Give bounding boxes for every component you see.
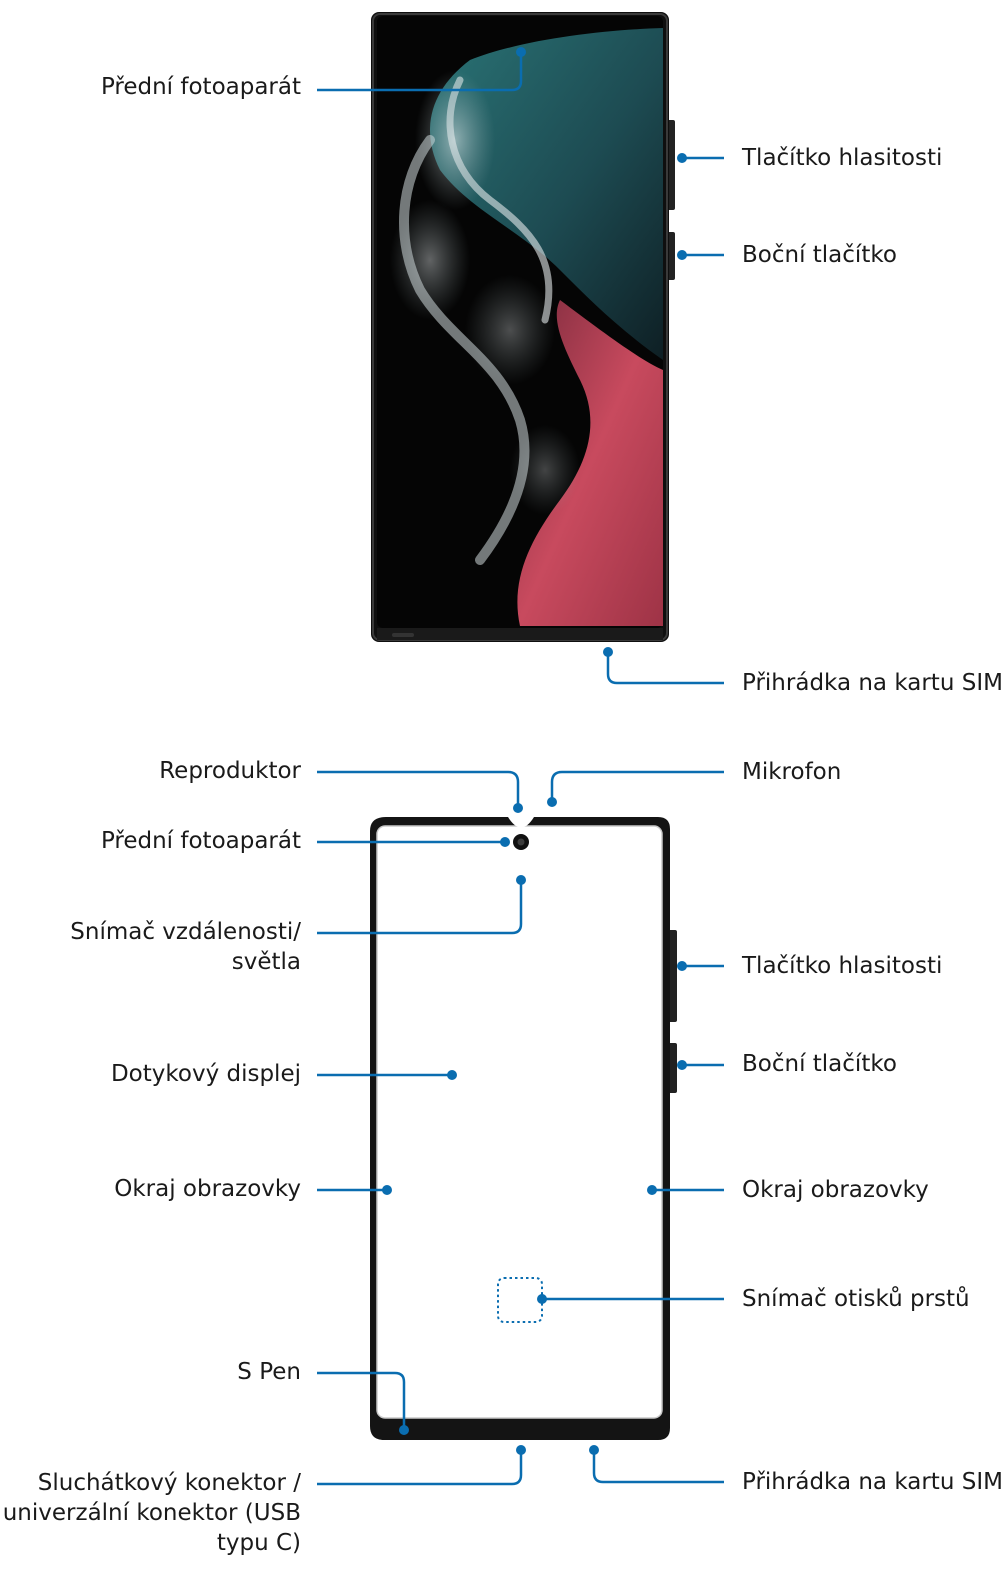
panel-callouts: [317, 770, 724, 1486]
label-side-key-top: Boční tlačítko: [742, 242, 897, 268]
label-edge-left: Okraj obrazovky: [114, 1176, 301, 1202]
front-phone: [371, 12, 675, 642]
label-proximity-line2: světla: [231, 949, 301, 975]
label-sim-tray-top: Přihrádka na kartu SIM: [742, 670, 1001, 696]
label-front-camera-bottom: Přední fotoaparát: [100, 828, 301, 854]
panel-phone: [370, 817, 677, 1440]
label-connector-line2: univerzální konektor (USB: [2, 1500, 301, 1526]
label-s-pen: S Pen: [237, 1359, 301, 1385]
label-side-key-bottom: Boční tlačítko: [742, 1051, 897, 1077]
label-proximity-sensor: Snímač vzdálenosti/ světla: [21, 917, 301, 977]
label-volume-key-top: Tlačítko hlasitosti: [742, 145, 943, 171]
front-callouts: [317, 52, 724, 685]
label-touchscreen: Dotykový displej: [110, 1061, 301, 1087]
panel-screen: [376, 825, 663, 1419]
label-proximity-line1: Snímač vzdálenosti/: [70, 919, 301, 945]
label-fingerprint-sensor: Snímač otisků prstů: [742, 1286, 970, 1312]
label-edge-right: Okraj obrazovky: [742, 1177, 929, 1203]
label-front-camera-top: Přední fotoaparát: [100, 74, 301, 100]
label-sim-tray-bottom: Přihrádka na kartu SIM: [742, 1469, 1001, 1495]
label-speaker: Reproduktor: [159, 758, 301, 784]
label-volume-key-bottom: Tlačítko hlasitosti: [742, 953, 943, 979]
label-connector-line3: typu C): [216, 1530, 301, 1556]
label-connector: Sluchátkový konektor / univerzální konek…: [1, 1468, 301, 1558]
label-microphone: Mikrofon: [742, 759, 842, 785]
wallpaper: [390, 28, 663, 626]
front-callout-dots: [516, 47, 687, 657]
panel-callout-dots: [382, 797, 687, 1455]
label-connector-line1: Sluchátkový konektor /: [37, 1470, 301, 1496]
